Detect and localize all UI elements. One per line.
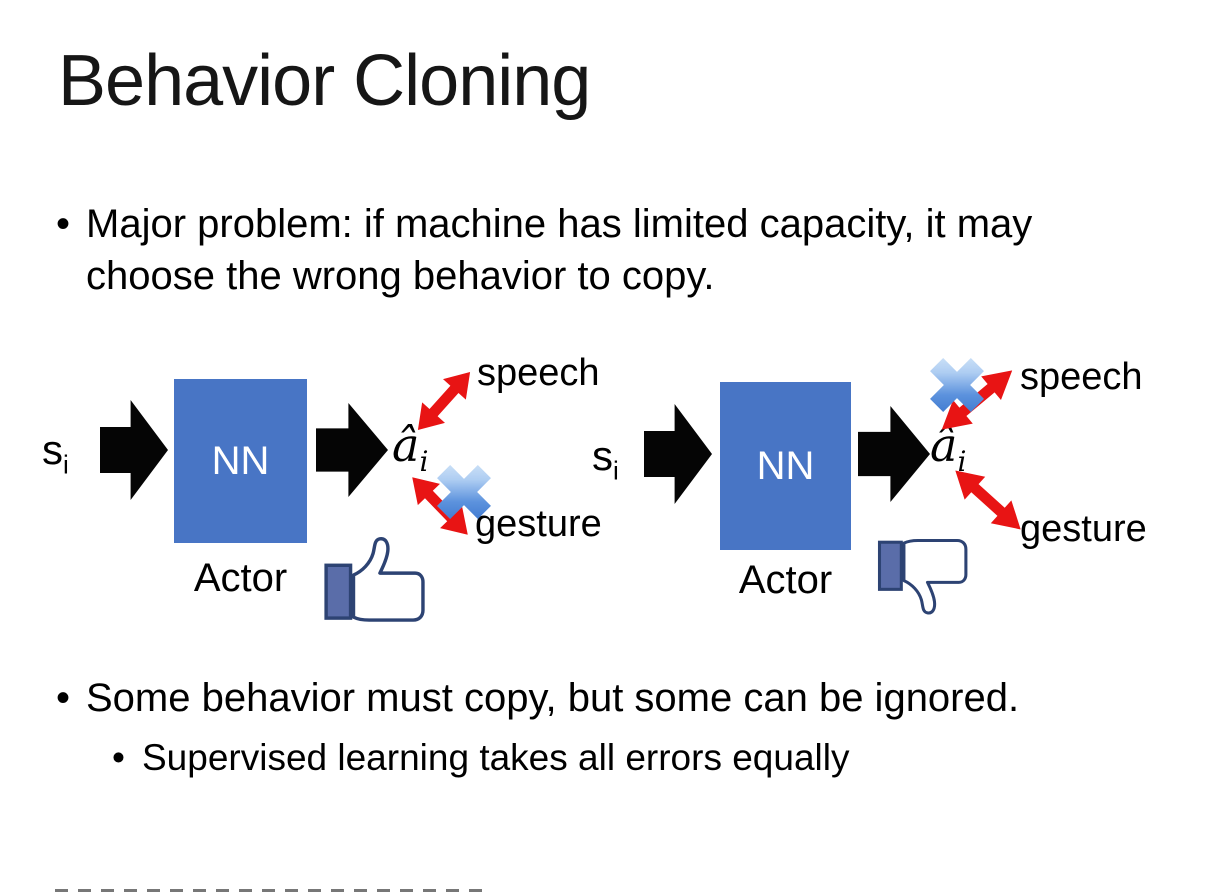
- output-action-label-left: âi: [392, 418, 429, 479]
- bullet-text: Some behavior must copy, but some can be…: [86, 676, 1020, 720]
- slide-title: Behavior Cloning: [58, 41, 591, 121]
- output-arrow-icon: [316, 403, 388, 497]
- thumbs-up-icon: [324, 537, 425, 622]
- bullet-supervised-learning: • Supervised learning takes all errors e…: [112, 734, 1112, 782]
- nn-box-left: NN: [174, 379, 307, 543]
- output-arrow-icon: [858, 406, 930, 502]
- input-arrow-icon: [644, 404, 712, 504]
- bullet-marker: •: [56, 202, 71, 246]
- nn-box-right: NN: [720, 382, 851, 550]
- actor-label-left: Actor: [193, 556, 288, 600]
- bullet-major-problem: • Major problem: if machine has limited …: [56, 198, 1070, 302]
- bidirectional-arrow-gesture-icon: [945, 459, 1032, 542]
- speech-label-right: speech: [1020, 356, 1143, 398]
- actor-label-right: Actor: [738, 558, 833, 602]
- gesture-label-left: gesture: [475, 503, 602, 545]
- input-state-label-right: si: [592, 432, 619, 486]
- thumbs-down-icon: [877, 538, 968, 615]
- bullet-text: Major problem: if machine has limited ca…: [86, 202, 1033, 298]
- bullet-marker: •: [112, 737, 125, 778]
- gesture-label-right: gesture: [1020, 508, 1147, 550]
- bullet-text: Supervised learning takes all errors equ…: [142, 737, 850, 778]
- cropped-text-artifact: [55, 889, 490, 892]
- input-state-label-left: si: [42, 426, 69, 480]
- speech-label-left: speech: [477, 352, 600, 394]
- input-arrow-icon: [100, 400, 168, 500]
- bullet-marker: •: [56, 676, 71, 720]
- nn-label: NN: [756, 443, 815, 488]
- nn-label: NN: [211, 438, 270, 483]
- bullet-some-behavior: • Some behavior must copy, but some can …: [56, 672, 1156, 724]
